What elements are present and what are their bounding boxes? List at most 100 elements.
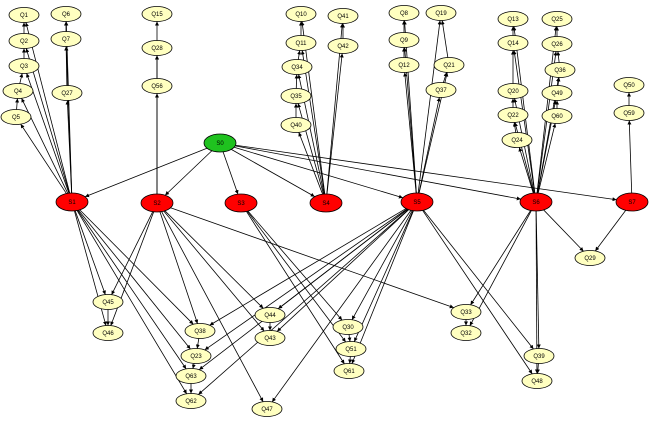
- node-q4[interactable]: Q4: [2, 83, 34, 99]
- node-q5[interactable]: Q5: [0, 109, 32, 125]
- node-q1[interactable]: Q1: [8, 7, 40, 23]
- node-q25[interactable]: Q25: [541, 11, 573, 27]
- node-q28[interactable]: Q28: [141, 40, 173, 56]
- node-s6[interactable]: S6: [519, 192, 553, 212]
- node-q21[interactable]: Q21: [433, 57, 465, 73]
- node-q24[interactable]: Q24: [501, 132, 533, 148]
- node-label: Q48: [531, 379, 543, 385]
- node-q2[interactable]: Q2: [8, 33, 40, 49]
- node-q36[interactable]: Q36: [544, 62, 576, 78]
- node-q19[interactable]: Q19: [425, 5, 457, 21]
- edge-q5-q4: [15, 98, 20, 110]
- node-s5[interactable]: S5: [400, 192, 434, 212]
- edge-s5-q8: [402, 20, 417, 194]
- node-q56[interactable]: Q56: [141, 78, 173, 94]
- node-shape-q49: [541, 85, 573, 101]
- edge-s4-q35: [297, 103, 324, 195]
- node-q26[interactable]: Q26: [541, 36, 573, 52]
- edge-s5-q51: [353, 210, 414, 342]
- node-q30[interactable]: Q30: [332, 319, 364, 335]
- node-q59[interactable]: Q59: [613, 105, 645, 121]
- node-q46[interactable]: Q46: [92, 325, 124, 341]
- node-shape-q60: [541, 108, 573, 124]
- node-q44[interactable]: Q44: [254, 307, 286, 323]
- node-q11[interactable]: Q11: [285, 35, 317, 51]
- node-s4[interactable]: S4: [309, 193, 343, 213]
- node-q34[interactable]: Q34: [281, 59, 313, 75]
- node-shape-q37: [425, 82, 457, 98]
- edge-s5-q39: [423, 209, 534, 350]
- node-q47[interactable]: Q47: [251, 401, 283, 417]
- node-label: Q5: [12, 115, 21, 121]
- edge-s5-q38: [209, 208, 407, 326]
- node-q20[interactable]: Q20: [497, 83, 529, 99]
- node-shape-q43: [254, 330, 286, 346]
- node-q35[interactable]: Q35: [280, 88, 312, 104]
- node-shape-q40: [280, 117, 312, 133]
- node-q41[interactable]: Q41: [327, 8, 359, 24]
- node-label: Q8: [400, 11, 409, 17]
- node-q9[interactable]: Q9: [388, 32, 420, 48]
- node-q33[interactable]: Q33: [450, 304, 482, 320]
- node-q40[interactable]: Q40: [280, 117, 312, 133]
- node-s1[interactable]: S1: [55, 192, 89, 212]
- node-q63[interactable]: Q63: [175, 368, 207, 384]
- node-q61[interactable]: Q61: [333, 363, 365, 379]
- node-q39[interactable]: Q39: [523, 348, 555, 364]
- node-q51[interactable]: Q51: [335, 341, 367, 357]
- node-q27[interactable]: Q27: [51, 85, 83, 101]
- node-q6[interactable]: Q6: [50, 6, 82, 22]
- node-shape-q36: [544, 62, 576, 78]
- node-q42[interactable]: Q42: [327, 38, 359, 54]
- node-label: Q60: [551, 114, 563, 120]
- edge-q38-q23: [195, 338, 200, 349]
- edge-s3-q30: [247, 210, 343, 321]
- node-q12[interactable]: Q12: [388, 57, 420, 73]
- node-q10[interactable]: Q10: [285, 6, 317, 22]
- edge-q23-q63: [191, 363, 196, 369]
- node-q7[interactable]: Q7: [50, 31, 82, 47]
- node-q49[interactable]: Q49: [541, 85, 573, 101]
- edge-s3-q51: [246, 211, 347, 343]
- node-label: S7: [628, 200, 636, 206]
- node-q8[interactable]: Q8: [388, 5, 420, 21]
- node-shape-s3: [224, 193, 258, 213]
- node-q29[interactable]: Q29: [574, 250, 606, 266]
- node-q38[interactable]: Q38: [184, 323, 216, 339]
- node-q23[interactable]: Q23: [180, 348, 212, 364]
- edge-s5-q19: [417, 20, 442, 194]
- node-shape-q45: [92, 294, 124, 310]
- edge-s2-q45: [111, 211, 154, 295]
- node-s0[interactable]: S0: [203, 133, 237, 153]
- node-label: Q46: [102, 331, 114, 337]
- node-q48[interactable]: Q48: [521, 373, 553, 389]
- node-q60[interactable]: Q60: [541, 108, 573, 124]
- node-q37[interactable]: Q37: [425, 82, 457, 98]
- edge-s7-q59: [627, 120, 633, 194]
- node-label: Q38: [194, 329, 206, 335]
- node-q50[interactable]: Q50: [613, 77, 645, 93]
- node-q62[interactable]: Q62: [175, 393, 207, 409]
- node-label: Q50: [623, 83, 635, 89]
- node-shape-q26: [541, 36, 573, 52]
- node-s7[interactable]: S7: [615, 192, 649, 212]
- node-label: Q45: [102, 300, 114, 306]
- edge-s5-q37: [418, 97, 441, 194]
- node-q14[interactable]: Q14: [497, 35, 529, 51]
- node-s2[interactable]: S2: [140, 193, 174, 213]
- node-shape-s2: [140, 193, 174, 213]
- node-q45[interactable]: Q45: [92, 294, 124, 310]
- edge-s2-q43: [163, 210, 265, 332]
- node-q15[interactable]: Q15: [141, 6, 173, 22]
- node-q13[interactable]: Q13: [497, 11, 529, 27]
- node-label: Q28: [151, 46, 163, 52]
- edge-s6-q33: [470, 210, 531, 306]
- node-q22[interactable]: Q22: [497, 107, 529, 123]
- node-label: Q37: [435, 88, 447, 94]
- node-q32[interactable]: Q32: [450, 325, 482, 341]
- node-q43[interactable]: Q43: [254, 330, 286, 346]
- node-s3[interactable]: S3: [224, 193, 258, 213]
- node-q3[interactable]: Q3: [8, 58, 40, 74]
- edge-s1-q45: [74, 210, 106, 295]
